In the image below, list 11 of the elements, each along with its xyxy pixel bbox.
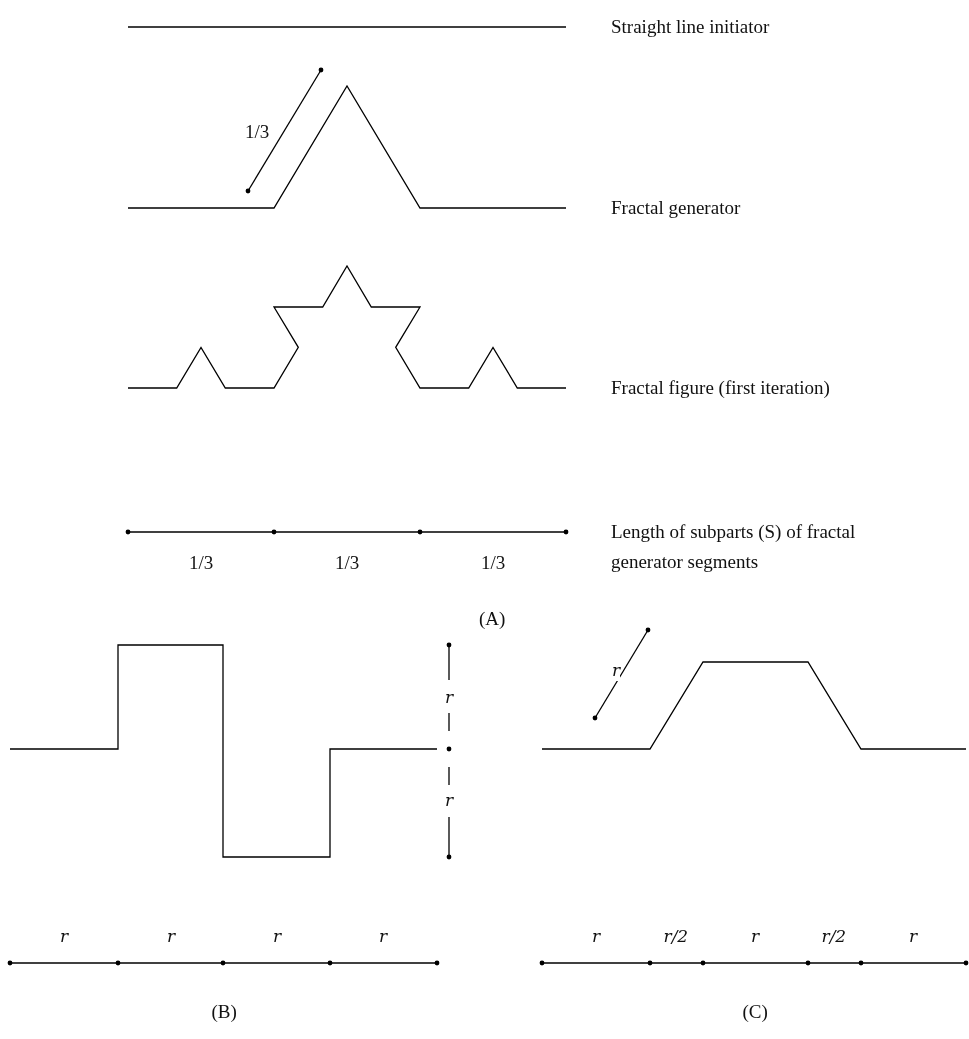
text-label: Fractal generator	[611, 196, 741, 220]
panel-label: (A)	[479, 607, 506, 631]
text-label: 1/3	[481, 551, 506, 575]
panel-label: (B)	[211, 1000, 237, 1024]
text-label: 1/3	[189, 551, 214, 575]
text-label: Straight line initiator	[611, 15, 770, 39]
text-label: 1/3	[245, 120, 270, 144]
text-label: Length of subparts (S) of fractal generator segments	[611, 519, 857, 574]
panel-label: (C)	[742, 1000, 768, 1024]
text-label: 1/3	[335, 551, 360, 575]
text-label: Fractal figure (first iteration)	[611, 376, 830, 400]
